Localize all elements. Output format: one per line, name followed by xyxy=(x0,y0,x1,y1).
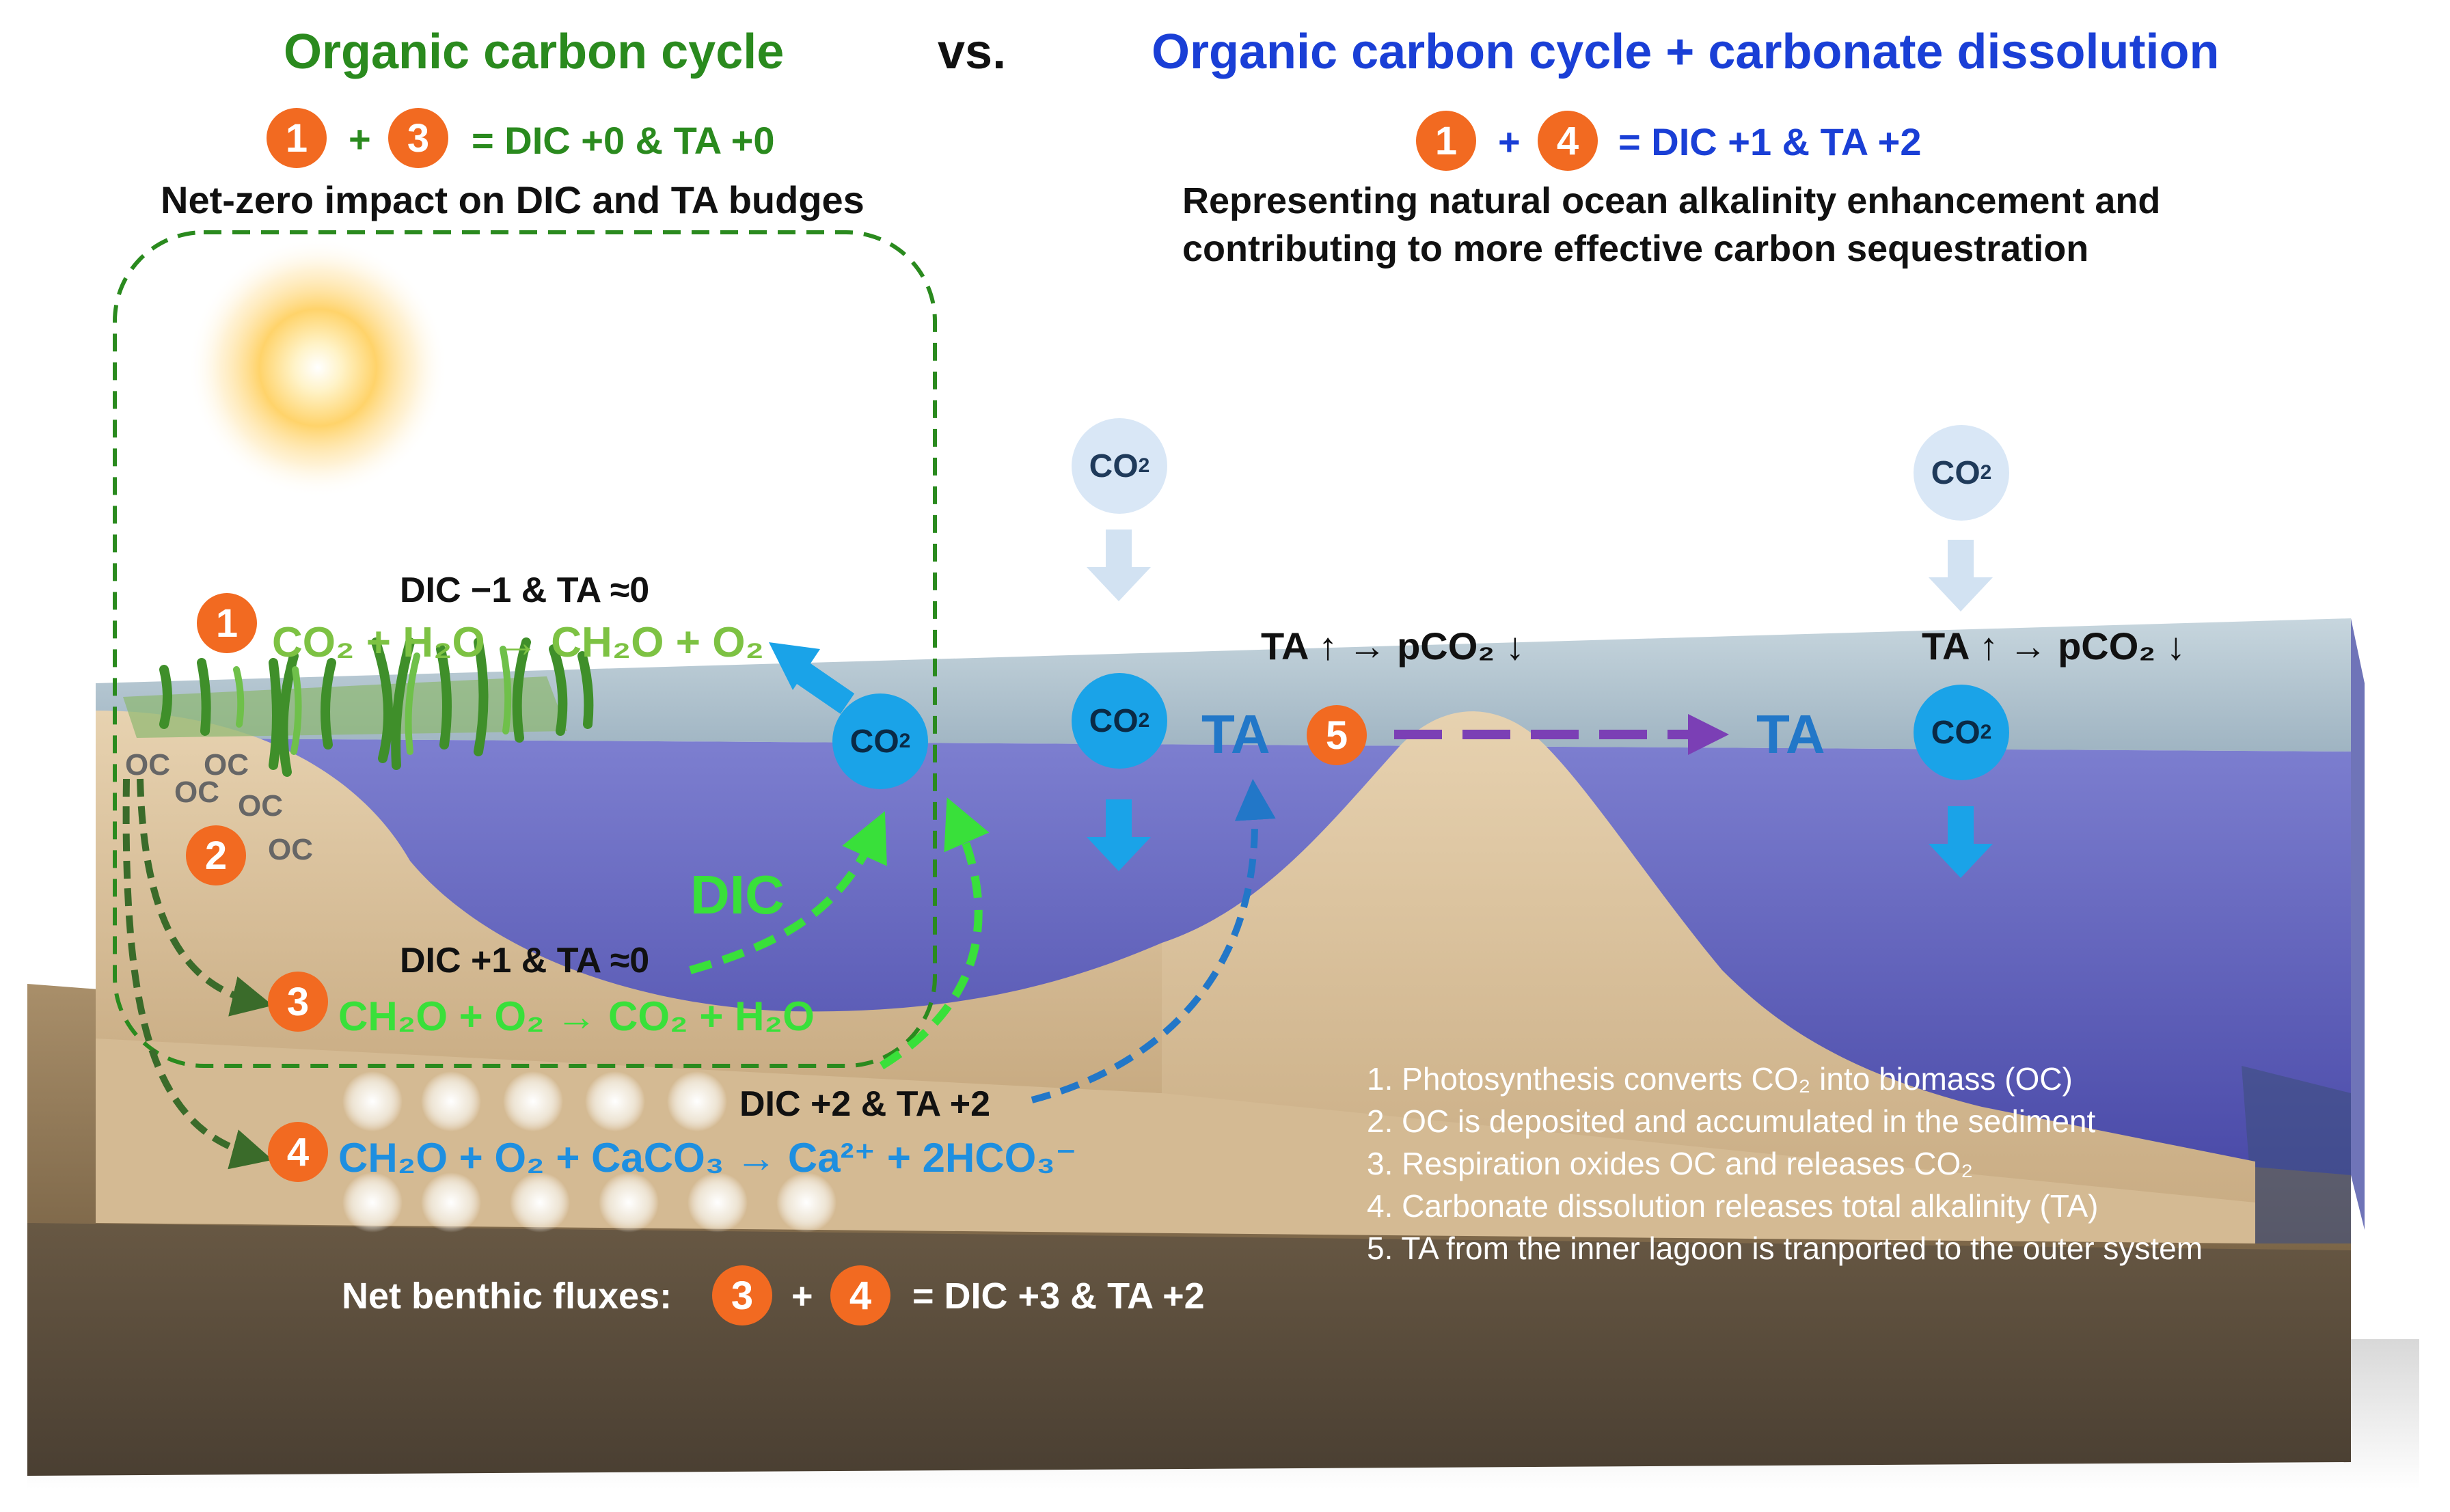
left-eq-result: = DIC +0 & TA +0 xyxy=(472,119,775,162)
ta-label-outer: TA xyxy=(1756,704,1825,765)
bedrock-layer xyxy=(27,1202,2351,1476)
badge-3-net: 3 xyxy=(712,1265,772,1325)
oc-label: OC xyxy=(238,789,283,823)
net-benthic-result: = DIC +3 & TA +2 xyxy=(912,1276,1205,1317)
co2-text: CO xyxy=(1089,702,1139,739)
carbonate-particles xyxy=(342,1071,836,1233)
legend-item-5: 5. TA from the inner lagoon is tranporte… xyxy=(1367,1231,2203,1266)
legend-item-1: 1. Photosynthesis converts CO₂ into biom… xyxy=(1367,1061,2073,1097)
co2-subscript: 2 xyxy=(1138,454,1150,477)
co2-subscript: 2 xyxy=(1138,709,1150,732)
net-benthic-label: Net benthic fluxes: xyxy=(342,1276,672,1317)
badge-4-right: 4 xyxy=(1538,111,1598,171)
net-benthic-plus: + xyxy=(791,1276,813,1317)
reaction-1-label: DIC −1 & TA ≈0 xyxy=(400,571,650,610)
left-eq-plus: + xyxy=(349,118,371,161)
water-side xyxy=(2351,618,2365,1230)
title-organic-carbon-cycle: Organic carbon cycle xyxy=(284,25,785,79)
co2-text: CO xyxy=(1931,714,1981,751)
badge-1-right: 1 xyxy=(1416,111,1476,171)
ta-label-inner: TA xyxy=(1201,704,1270,765)
water-surface xyxy=(96,618,2351,752)
organic-cycle-boundary xyxy=(113,230,937,1068)
oc-label: OC xyxy=(174,775,219,809)
legend-item-3: 3. Respiration oxides OC and releases CO… xyxy=(1367,1146,1974,1181)
badge-1-reaction: 1 xyxy=(197,593,257,653)
badge-4-net: 4 xyxy=(830,1265,890,1325)
title-carbonate-dissolution: Organic carbon cycle + carbonate dissolu… xyxy=(1152,25,2220,79)
co2-subscript: 2 xyxy=(1980,461,1992,484)
oc-label: OC xyxy=(125,748,170,782)
co2-subscript: 2 xyxy=(899,730,911,752)
sandy-bank xyxy=(96,711,1162,1093)
seagrass-meadow xyxy=(123,637,594,777)
oc-label: OC xyxy=(204,748,249,782)
reaction-3-respiration: CH₂O + O₂ → CO₂ + H₂O xyxy=(338,993,815,1039)
co2-text: CO xyxy=(849,723,899,760)
title-vs: vs. xyxy=(938,25,1007,79)
reef-mound xyxy=(1162,711,2255,1230)
legend-item-4: 4. Carbonate dissolution releases total … xyxy=(1367,1188,2099,1224)
reaction-4-label: DIC +2 & TA +2 xyxy=(739,1084,990,1124)
co2-text: CO xyxy=(1931,454,1981,491)
ta-transport-arrowhead xyxy=(1688,714,1729,755)
right-eq-result: = DIC +1 & TA +2 xyxy=(1618,120,1922,163)
badge-2: 2 xyxy=(186,825,246,885)
legend-item-2: 2. OC is deposited and accumulated in th… xyxy=(1367,1103,2096,1139)
badge-3-left: 3 xyxy=(388,108,448,168)
badge-5: 5 xyxy=(1307,705,1367,765)
right-subtitle-line1: Representing natural ocean alkalinity en… xyxy=(1182,180,2161,221)
reaction-3-label: DIC +1 & TA ≈0 xyxy=(400,941,650,980)
badge-1-left: 1 xyxy=(267,108,327,168)
dic-r4-arrow xyxy=(879,797,990,1070)
reaction-1-photosynthesis: CO₂ + H₂O → CH₂O + O₂ xyxy=(272,619,764,666)
process-legend: 1. Photosynthesis converts CO₂ into biom… xyxy=(1367,1058,2203,1269)
badge-3-reaction: 3 xyxy=(268,972,328,1032)
sun-icon xyxy=(188,238,448,497)
co2-text: CO xyxy=(1089,448,1139,484)
reaction-4-carbonate-dissolution: CH₂O + O₂ + CaCO₃ → Ca²⁺ + 2HCO₃⁻ xyxy=(338,1135,1077,1181)
co2-uptake-arrowhead xyxy=(769,642,820,690)
right-eq-plus: + xyxy=(1498,120,1521,163)
co2-air-sea-arrows-left xyxy=(1087,530,1151,871)
channel-shadow xyxy=(2242,1066,2351,1243)
left-subtitle: Net-zero impact on DIC and TA budges xyxy=(161,178,865,221)
badge-4-reaction: 4 xyxy=(268,1122,328,1182)
oc-to-r4-arrow xyxy=(122,778,273,1170)
ta-pco2-left: TA ↑ → pCO₂ ↓ xyxy=(1261,624,1525,668)
co2-air-sea-arrows-right xyxy=(1929,540,1993,878)
right-subtitle-line2: contributing to more effective carbon se… xyxy=(1182,228,2089,269)
oc-label: OC xyxy=(268,833,313,866)
ta-pco2-right: TA ↑ → pCO₂ ↓ xyxy=(1922,624,2186,668)
co2-subscript: 2 xyxy=(1980,721,1992,743)
dic-arrow xyxy=(689,811,887,974)
dic-label: DIC xyxy=(690,864,785,925)
ta-release-arrow xyxy=(1031,779,1276,1103)
